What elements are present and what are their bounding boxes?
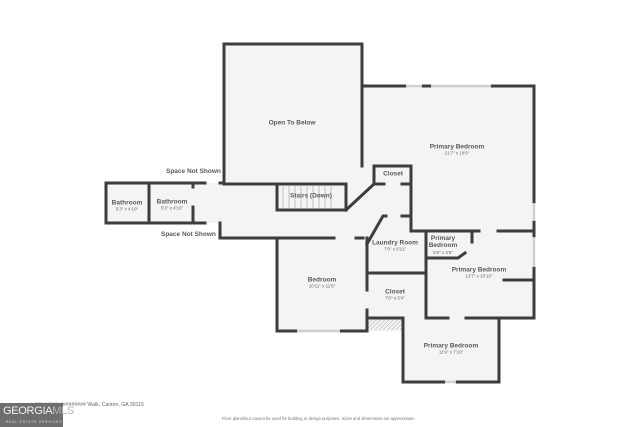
room-dimensions: 7'0" x 6'11": [384, 247, 406, 253]
georgia-mls-logo: GEORGIAMLS REAL ESTATE SERVICES: [0, 403, 74, 427]
room-name: Bathroom: [156, 198, 188, 206]
room-name: Primary Bedroom: [423, 342, 479, 350]
room-dimensions: 5'3" x 4'10": [160, 206, 184, 212]
room-name: Closet: [385, 288, 405, 296]
room-primary-bedroom-main: Primary Bedroom 21'7" x 18'0": [430, 144, 485, 157]
room-name: Closet: [383, 170, 403, 178]
room-name: Stairs (Down): [290, 192, 332, 200]
logo-accent: MLS: [52, 405, 74, 417]
room-name: Bathroom: [111, 199, 143, 207]
room-primary-bedroom-lower: Primary Bedroom 11'9" x 7'10": [424, 343, 479, 356]
room-dimensions: 7'0" x 5'4": [385, 296, 405, 302]
room-laundry: Laundry Room 7'0" x 6'11": [372, 240, 418, 253]
space-not-shown-top: Space Not Shown: [166, 168, 221, 175]
logo-subtitle: REAL ESTATE SERVICES: [6, 420, 63, 424]
room-dimensions: 11'9" x 7'10": [438, 350, 464, 356]
room-primary-bedroom-mid: Primary Bedroom 13'7" x 10'10": [452, 267, 507, 280]
disclaimer: Floor plans/tour cannot be used for buil…: [222, 416, 415, 421]
room-closet-top: Closet: [383, 170, 403, 177]
room-bathroom-2: Bathroom 5'3" x 4'10": [157, 199, 188, 212]
room-name: Primary Bedroom: [451, 266, 507, 274]
room-name: Primary Bedroom: [429, 143, 485, 151]
room-dimensions: 5'8" x 3'5": [433, 249, 453, 255]
windows: [297, 84, 536, 384]
room-stairs: Stairs (Down): [290, 192, 332, 199]
room-primary-bedroom-small: Primary Bedroom 5'8" x 3'5": [429, 235, 458, 255]
room-closet-bottom: Closet 7'0" x 5'4": [385, 289, 405, 302]
room-open-to-below: Open To Below: [269, 119, 316, 126]
logo-text: GEORGIAMLS: [3, 405, 74, 417]
hatched-area: [368, 319, 402, 330]
room-name: Laundry Room: [372, 239, 418, 247]
property-address: ### ##### ######### Walk, Canton, GA 301…: [34, 402, 144, 408]
room-name: Open To Below: [268, 119, 316, 127]
room-name: Primary Bedroom: [428, 234, 458, 250]
room-dimensions: 13'7" x 10'10": [465, 274, 493, 280]
stair-treads: [282, 186, 332, 208]
room-dimensions: 21'7" x 18'0": [444, 151, 470, 157]
walls: [104, 42, 536, 384]
logo-main: GEORGIA: [3, 405, 53, 417]
room-dimensions: 5'3" x 4'10": [115, 207, 139, 213]
room-name: Bedroom: [307, 276, 337, 284]
room-bedroom: Bedroom 10'11" x 11'5": [308, 277, 337, 290]
room-bathroom-1: Bathroom 5'3" x 4'10": [112, 200, 143, 213]
space-not-shown-bottom: Space Not Shown: [161, 231, 216, 238]
room-dimensions: 10'11" x 11'5": [308, 284, 336, 290]
